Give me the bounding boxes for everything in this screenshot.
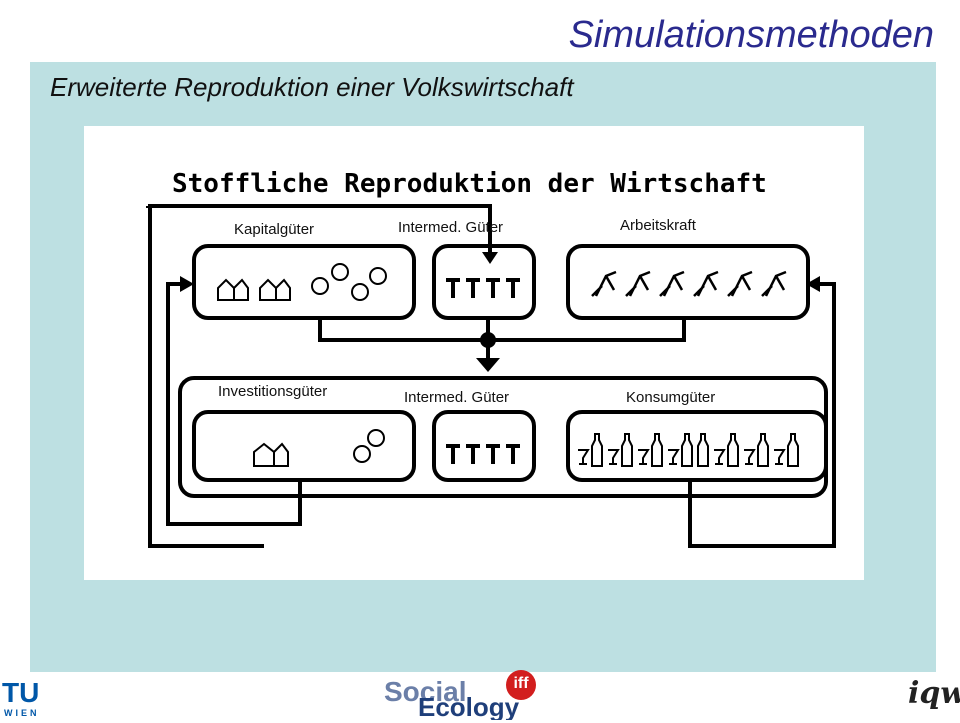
label-intermed-top: Intermed. Güter bbox=[398, 219, 504, 236]
tu-logo-sub: WIEN bbox=[4, 708, 40, 718]
label-konsumgueter: Konsumgüter bbox=[626, 389, 716, 406]
diagram-heading: Stoffliche Reproduktion der Wirtschaft bbox=[172, 169, 767, 199]
arbeitskraft-box bbox=[566, 244, 810, 320]
junction-dot bbox=[480, 332, 496, 348]
bottle-glass-icons bbox=[578, 433, 799, 467]
iqw-logo: iqw bbox=[908, 676, 960, 711]
diagram-heading-text: Stoffliche Reproduktion der Wirtschaft bbox=[172, 169, 767, 199]
tool-icons-bottom bbox=[446, 444, 520, 464]
tu-logo-text: TU bbox=[2, 677, 39, 708]
gear-icon bbox=[311, 263, 387, 301]
iff-badge: iff bbox=[506, 670, 536, 700]
house-icon bbox=[217, 278, 291, 301]
house-icon-bottom bbox=[253, 442, 289, 467]
diagram-svg: Stoffliche Reproduktion der Wirtschaft bbox=[146, 169, 836, 548]
intermed-bottom-box bbox=[432, 410, 536, 482]
label-arbeitskraft: Arbeitskraft bbox=[620, 217, 696, 234]
footer-bar bbox=[0, 672, 960, 720]
label-kapitalgueter: Kapitalgüter bbox=[234, 221, 315, 238]
worker-icons bbox=[591, 270, 787, 297]
slide-subtitle: Erweiterte Reproduktion einer Volkswirts… bbox=[50, 72, 574, 102]
kapitalgueter-box bbox=[192, 244, 416, 320]
investitionsgueter-box bbox=[192, 410, 416, 482]
social-ecology-logo: Social Ecology bbox=[348, 672, 678, 720]
arrowheads bbox=[180, 252, 820, 372]
label-intermed-bottom: Intermed. Güter bbox=[404, 389, 510, 406]
gear-icon-bottom bbox=[353, 429, 385, 463]
tool-icons-top bbox=[446, 278, 520, 298]
reproduction-diagram: Stoffliche Reproduktion der Wirtschaft bbox=[84, 126, 864, 580]
konsumgueter-box bbox=[566, 410, 828, 482]
tu-wien-logo: TU WIEN bbox=[2, 676, 46, 718]
label-investitionsgueter: Investitionsgüter bbox=[218, 383, 328, 400]
intermed-top-box bbox=[432, 244, 536, 320]
slide-title: Simulationsmethoden bbox=[568, 14, 934, 56]
iff-word-ecology: Ecology bbox=[418, 692, 520, 720]
iff-word-social: Social bbox=[384, 676, 467, 707]
